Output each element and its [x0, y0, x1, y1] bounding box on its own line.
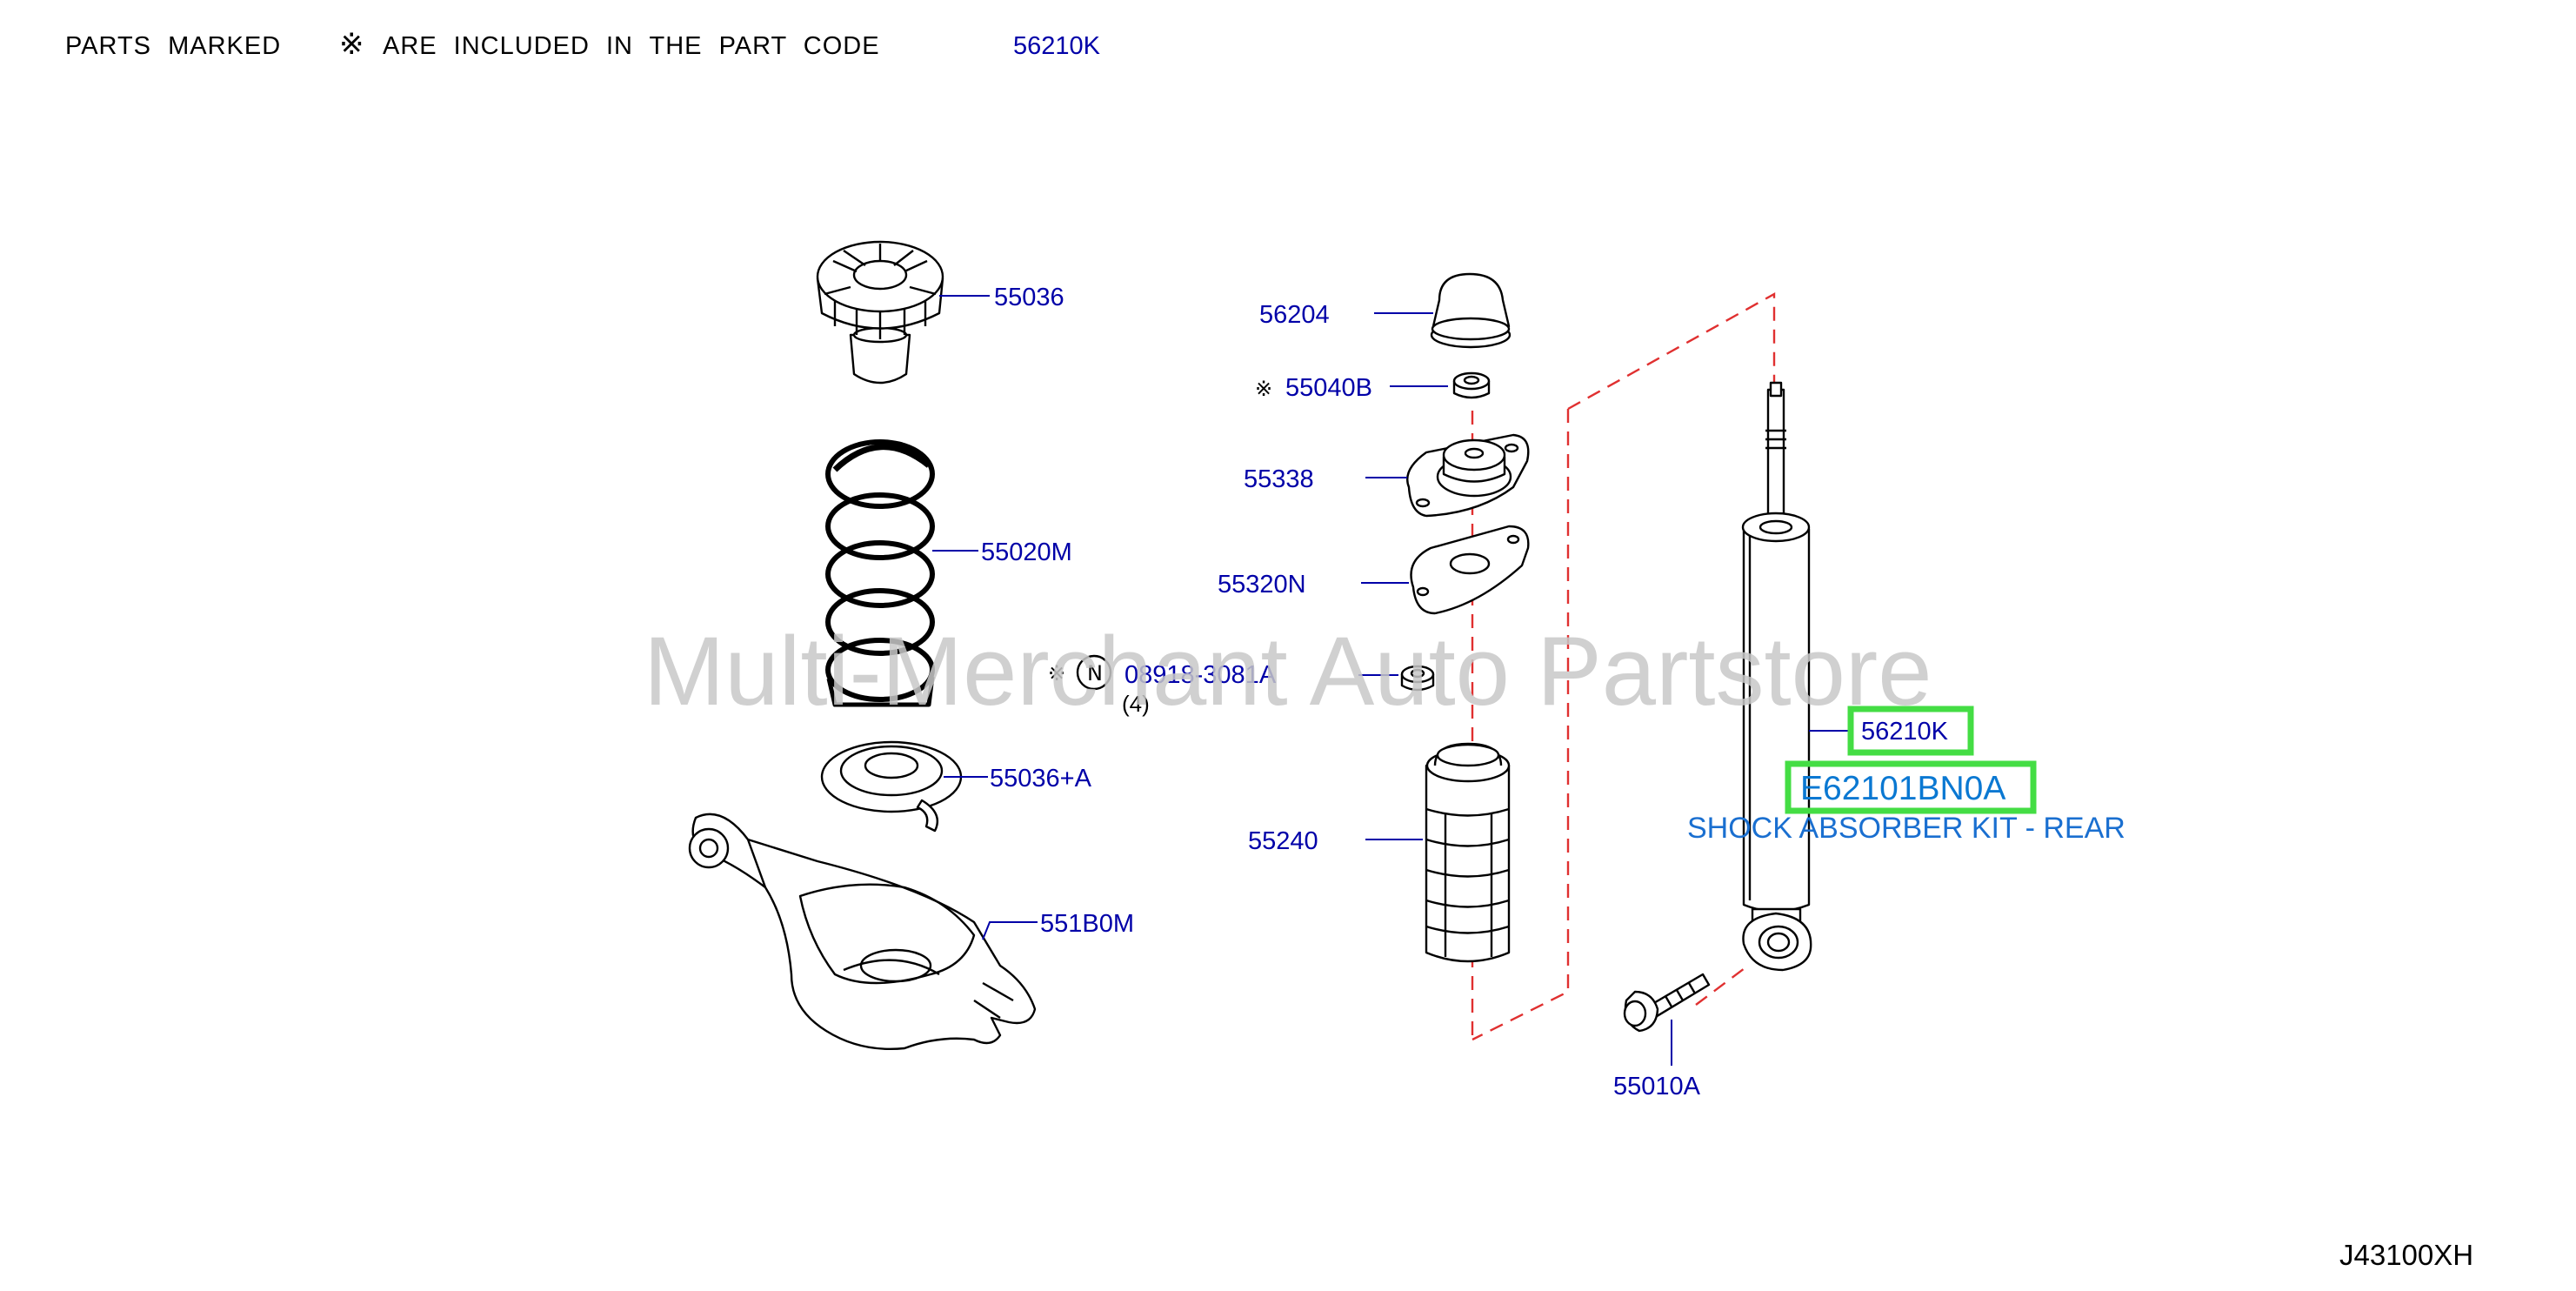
- shock-absorber-icon: [1741, 381, 1812, 972]
- mount-plate-icon: [1410, 525, 1530, 615]
- included-symbol-icon: ※: [339, 27, 364, 62]
- bolt-icon: [1623, 973, 1711, 1033]
- lower-control-arm-icon: [688, 813, 1037, 1050]
- callout-08918-3081a[interactable]: 08918-3081A: [1124, 661, 1277, 689]
- callout-55040b[interactable]: 55040B: [1285, 374, 1372, 402]
- callout-551b0m[interactable]: 551B0M: [1040, 910, 1134, 938]
- diagram-code: J43100XH: [2339, 1239, 2473, 1271]
- header-note: PARTS MARKED ※ ARE INCLUDED IN THE PART …: [65, 27, 1101, 62]
- callout-55320n[interactable]: 55320N: [1218, 571, 1306, 599]
- bumper-boot-icon: [1425, 742, 1511, 963]
- coil-spring-icon: [825, 439, 935, 707]
- highlight-box-oem: [1785, 760, 2037, 814]
- quantity-label: (4): [1122, 691, 1150, 717]
- highlight-oem-code[interactable]: E62101BN0A: [1785, 760, 2037, 814]
- header-suffix: ARE INCLUDED IN THE PART CODE: [383, 32, 880, 60]
- bump-cap-icon: [1430, 272, 1512, 349]
- nut-symbol-icon: N: [1076, 654, 1112, 691]
- highlight-part-number-text[interactable]: 56210K: [1861, 718, 1949, 746]
- callout-56204[interactable]: 56204: [1259, 301, 1330, 329]
- watermark-text: Multi-Merchant Auto Partstore: [644, 617, 1932, 726]
- highlight-oem-code-text[interactable]: E62101BN0A: [1800, 770, 2005, 807]
- included-mark-08918-icon: ※: [1048, 661, 1065, 686]
- callout-55020m[interactable]: 55020M: [981, 538, 1072, 566]
- spring-seat-upper-icon: [816, 240, 944, 385]
- strut-mount-icon: [1406, 433, 1530, 518]
- nut-symbol-letter: N: [1087, 661, 1103, 686]
- highlight-box-part: [1847, 706, 1974, 756]
- header-prefix: PARTS MARKED: [65, 32, 281, 60]
- highlight-part-number[interactable]: 56210K: [1847, 706, 1974, 756]
- lock-nut-icon: [1452, 371, 1491, 399]
- callout-55240[interactable]: 55240: [1248, 827, 1318, 855]
- header-part-code[interactable]: 56210K: [1013, 32, 1101, 60]
- callout-55036a[interactable]: 55036+A: [990, 765, 1092, 793]
- callout-55338[interactable]: 55338: [1244, 465, 1314, 493]
- callout-55036[interactable]: 55036: [994, 284, 1064, 311]
- included-mark-55040b-icon: ※: [1255, 377, 1272, 401]
- flange-nut-icon: [1400, 665, 1435, 692]
- spring-seat-lower-icon: [820, 740, 963, 833]
- callout-55010a[interactable]: 55010A: [1613, 1073, 1701, 1100]
- part-description: SHOCK ABSORBER KIT - REAR: [1687, 812, 2126, 845]
